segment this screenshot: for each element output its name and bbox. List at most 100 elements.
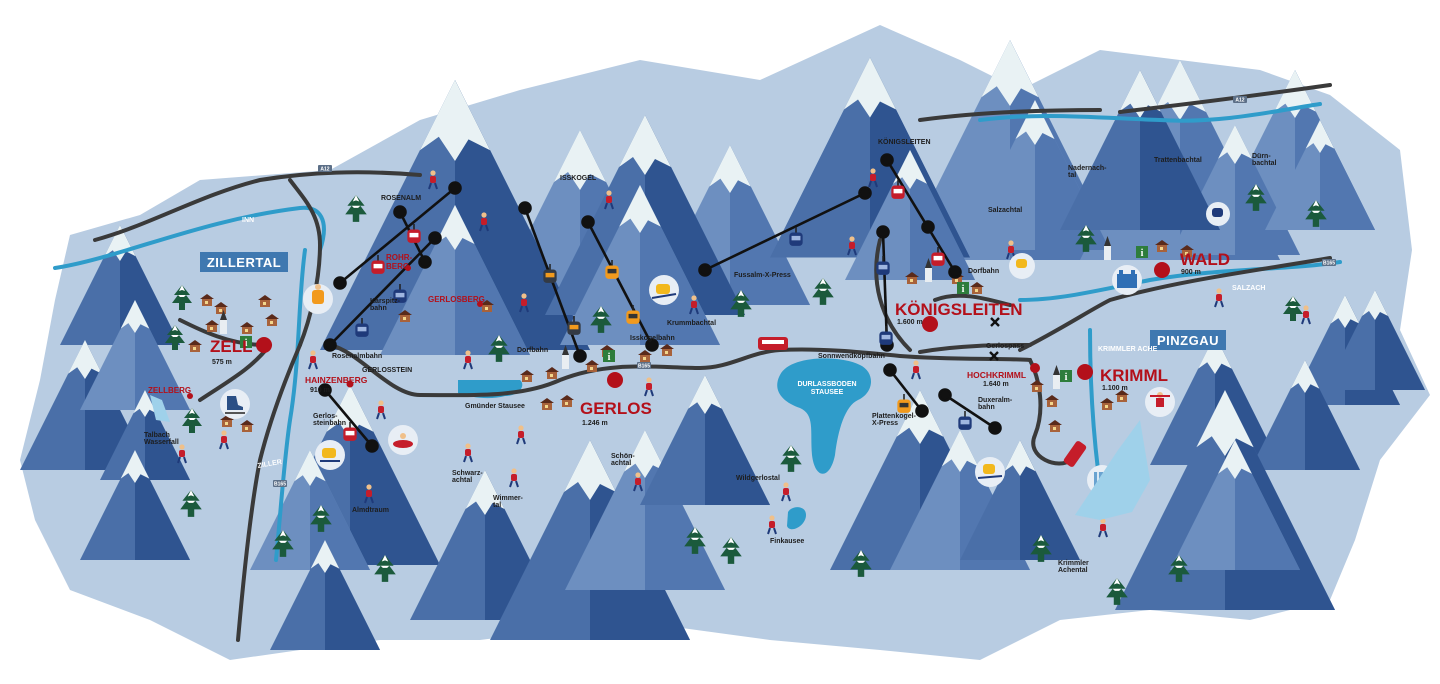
snowboarder-icon xyxy=(303,284,333,314)
town-marker-rohrberg xyxy=(405,265,411,271)
river-label-ziller: ZILLER xyxy=(257,459,282,470)
svg-text:PINZGAU: PINZGAU xyxy=(1157,333,1219,348)
town-elevation-hainzenberg: 910 m xyxy=(310,387,330,394)
lift-label-dorfbahn-koenigsleiten: Dorfbahn xyxy=(968,268,999,275)
lift-rosenalmbahn xyxy=(323,231,442,352)
region-label-pinzgau: PINZGAU xyxy=(1150,330,1226,350)
lift-duxeralmbahn xyxy=(938,388,1002,435)
church-icon xyxy=(1104,236,1111,260)
town-marker-zell xyxy=(256,337,272,353)
lift-dorfbahn-koenigsleiten xyxy=(880,153,962,279)
peak-koenigsleiten: KÖNIGSLEITEN xyxy=(878,137,931,146)
place-krummbachtal: Krummbachtal xyxy=(667,320,716,327)
town-name-gerlos: GERLOS xyxy=(580,399,652,418)
road-badge-b165-zell: B165 xyxy=(273,480,287,488)
town-marker-zellberg xyxy=(187,393,193,399)
river-label-krimmler-ache: KRIMMLER ACHE xyxy=(1098,346,1158,353)
lift-label-fussalm-x-press: Fussalm-X-Press xyxy=(734,272,791,279)
place-gerlospass: Gerlospass xyxy=(986,343,1024,350)
lift-isskogelbahn xyxy=(581,215,659,352)
svg-text:A12: A12 xyxy=(1235,98,1244,104)
svg-text:A12: A12 xyxy=(320,167,329,173)
town-elevation-gerlos: 1.246 m xyxy=(582,420,608,427)
snowboarder-icon xyxy=(649,275,679,305)
pass-icons xyxy=(989,317,1000,361)
info-icon xyxy=(957,282,969,294)
town-elevation-hochkrimml: 1.640 m xyxy=(983,381,1009,388)
town-name-hochkrimml: HOCHKRIMML xyxy=(967,370,1026,380)
town-name-zell: ZELL xyxy=(210,337,253,356)
place-duernbachtal: Dürn-bachtal xyxy=(1252,153,1277,167)
town-name-wald: WALD xyxy=(1180,250,1230,269)
info-icon xyxy=(603,350,615,362)
church-icon xyxy=(220,310,227,334)
town-name-hainzenberg: HAINZENBERG xyxy=(305,375,368,385)
place-finkausee: Finkausee xyxy=(770,538,804,545)
river-upper xyxy=(978,102,1322,123)
place-nadernachtal: Nadernach-tal xyxy=(1068,165,1107,179)
lift-fussalm-x-press xyxy=(698,186,872,277)
road-badge-b165-east: B165 xyxy=(1322,259,1336,267)
roads xyxy=(93,83,1332,642)
town-name-krimml: KRIMML xyxy=(1100,366,1168,385)
river-ziller xyxy=(274,248,307,562)
info-icon xyxy=(1136,246,1148,258)
place-almdtraum: Almdtraum xyxy=(352,507,389,514)
town-elevation-zell: 575 m xyxy=(212,359,232,366)
town-marker-gerlosberg xyxy=(477,301,483,307)
lake-finkausee xyxy=(787,507,806,530)
church-icon xyxy=(925,258,932,282)
town-marker-hainzenberg xyxy=(346,380,354,388)
town-marker-krimml xyxy=(1077,364,1093,380)
pass-icon xyxy=(989,351,999,361)
place-sonnwendkopfbahn: Sonnwendkopfbahn xyxy=(818,353,885,360)
town-elevation-wald: 900 m xyxy=(1181,269,1201,276)
place-trattenbachtal: Trattenbachtal xyxy=(1154,157,1202,164)
sledge-icon xyxy=(388,425,418,455)
lift-label-karspitzbahn: Karspitz-bahn xyxy=(370,298,401,312)
bus-icons xyxy=(758,337,1087,467)
road-badge-b165-gerlos: B165 xyxy=(637,362,651,370)
town-marker-gerlos xyxy=(607,372,623,388)
train-icon xyxy=(1063,441,1087,467)
ski-area-zellberg: ZELLBERG xyxy=(148,386,191,395)
place-schwarzachtal: Schwarz-achtal xyxy=(452,470,483,484)
place-gmuender-stausee: Gmünder Stausee xyxy=(465,403,525,410)
peak-rosenalm: ROSENALM xyxy=(381,195,421,202)
pass-icon xyxy=(990,317,1000,327)
lift-karspitzbahn xyxy=(333,181,462,290)
river-label-salzach: SALZACH xyxy=(1232,285,1265,292)
river-label-inn: INN xyxy=(242,217,254,224)
town-marker-wald xyxy=(1154,262,1170,278)
town-elevation-koenigsleiten: 1.600 m xyxy=(897,319,923,326)
talbach-waterfall xyxy=(150,395,170,422)
peak-isskogel: ISSKOGEL xyxy=(560,175,597,182)
road-badge-a12-east: A12 xyxy=(1233,96,1247,104)
peak-gerlosstein: GERLOSSTEIN xyxy=(362,367,412,374)
lift-plattenkogel-x-press xyxy=(883,363,929,418)
place-wimmertal: Wimmer-tal xyxy=(493,495,524,509)
town-marker-koenigsleiten xyxy=(922,316,938,332)
svg-text:ZILLERTAL: ZILLERTAL xyxy=(207,255,281,270)
place-wildgerlostal: Wildgerlostal xyxy=(736,475,780,482)
town-marker-hochkrimml xyxy=(1030,363,1040,373)
lift-label-duxeralmbahn: Duxeralm-bahn xyxy=(978,397,1013,411)
ski-area-rohrberg: ROHR-BERG xyxy=(386,253,413,271)
town-name-koenigsleiten: KÖNIGSLEITEN xyxy=(895,300,1023,319)
ice-skate-icon xyxy=(220,389,250,419)
svg-text:B165: B165 xyxy=(274,482,286,488)
road-badge-a12: A12 xyxy=(318,165,332,173)
town-markers xyxy=(187,262,1170,399)
lift-label-rosenalmbahn: Rosenalmbahn xyxy=(332,353,382,360)
svg-text:B165: B165 xyxy=(638,364,650,370)
castle-icon xyxy=(1112,265,1142,295)
lake-durlassboden xyxy=(777,358,872,474)
place-schoenachtal: Schön-achtal xyxy=(611,453,635,467)
svg-text:B165: B165 xyxy=(1323,261,1335,267)
river-inn xyxy=(53,205,326,270)
lift-gerlossteinbahn xyxy=(318,383,379,453)
region-label-zillertal: ZILLERTAL xyxy=(200,252,288,272)
